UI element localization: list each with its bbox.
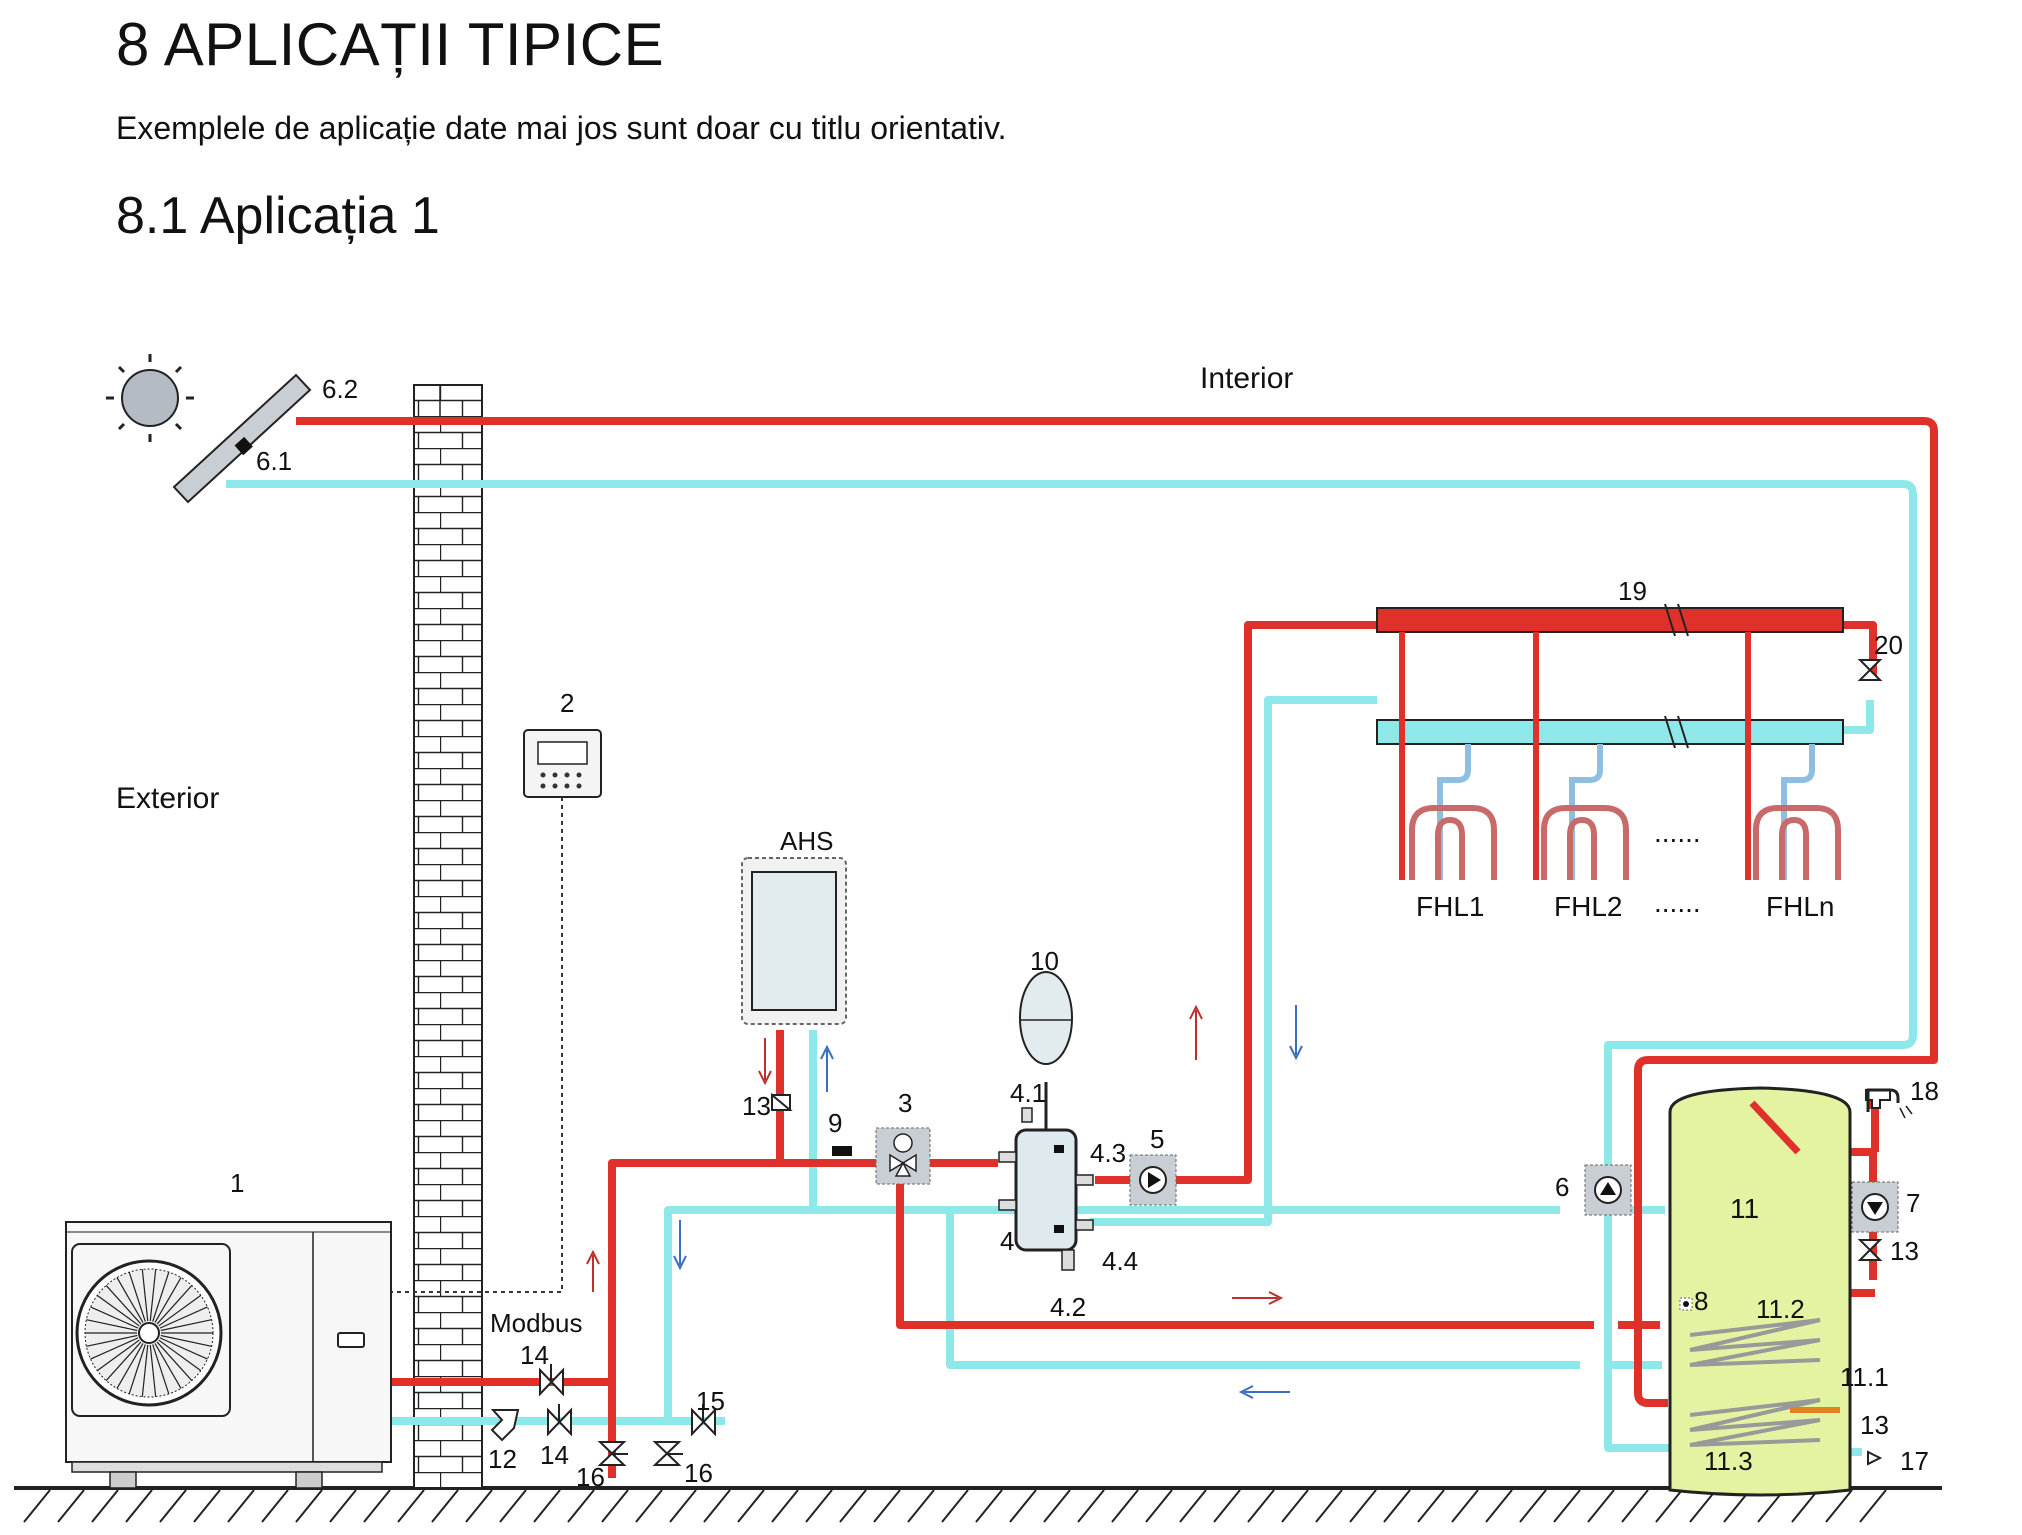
outdoor-unit xyxy=(65,1221,392,1489)
label-1: 1 xyxy=(230,1168,244,1198)
label-20: 20 xyxy=(1874,630,1903,660)
label-fhl1: FHL1 xyxy=(1416,891,1484,922)
label-16-left: 16 xyxy=(576,1462,605,1492)
label-ellipsis-top: ...... xyxy=(1654,817,1701,848)
label-15: 15 xyxy=(696,1386,725,1416)
zone-interior: Interior xyxy=(1200,362,1293,395)
label-modbus: Modbus xyxy=(490,1308,583,1338)
label-4-4: 4.4 xyxy=(1102,1246,1138,1276)
label-14-supply: 14 xyxy=(520,1340,549,1370)
expansion-vessel xyxy=(1019,971,1073,1130)
label-17: 17 xyxy=(1900,1446,1929,1476)
zone-exterior: Exterior xyxy=(116,782,219,815)
label-4-1: 4.1 xyxy=(1010,1078,1046,1108)
label-4: 4 xyxy=(1000,1226,1014,1256)
label-13-ahs: 13 xyxy=(742,1091,771,1121)
sun-icon xyxy=(106,354,194,442)
page-heading: 8 APLICAȚII TIPICE xyxy=(116,11,665,78)
label-13-inlet: 13 xyxy=(1860,1410,1889,1440)
tap-icon xyxy=(1866,1088,1913,1119)
label-12: 12 xyxy=(488,1444,517,1474)
label-fhl2: FHL2 xyxy=(1554,891,1622,922)
label-19: 19 xyxy=(1618,576,1647,606)
label-2: 2 xyxy=(560,688,574,718)
three-way-valve xyxy=(875,1127,931,1185)
sensor-9 xyxy=(832,1146,852,1156)
additional-heat-source xyxy=(741,857,847,1025)
label-4-2: 4.2 xyxy=(1050,1292,1086,1322)
label-6-1: 6.1 xyxy=(256,446,292,476)
pump-7 xyxy=(1851,1181,1899,1233)
label-8: 8 xyxy=(1694,1286,1708,1316)
label-11-3: 11.3 xyxy=(1704,1446,1753,1476)
dhw-tank xyxy=(1668,1086,1852,1497)
valves xyxy=(490,659,1891,1466)
label-ellipsis-bottom: ...... xyxy=(1654,887,1701,918)
buffer-tank xyxy=(998,1107,1094,1271)
label-13-dhw: 13 xyxy=(1890,1236,1919,1266)
label-6: 6 xyxy=(1555,1172,1569,1202)
label-5: 5 xyxy=(1150,1124,1164,1154)
label-7: 7 xyxy=(1906,1188,1920,1218)
wired-controller xyxy=(335,729,602,1293)
label-6-2: 6.2 xyxy=(322,374,358,404)
label-11-1: 11.1 xyxy=(1840,1362,1889,1392)
label-3: 3 xyxy=(898,1088,912,1118)
label-ahs: AHS xyxy=(780,826,833,856)
pump-5 xyxy=(1129,1154,1177,1206)
label-11-2: 11.2 xyxy=(1756,1294,1805,1324)
floor-heating-manifold xyxy=(1376,603,1844,880)
label-4-3: 4.3 xyxy=(1090,1138,1126,1168)
label-14-return: 14 xyxy=(540,1440,569,1470)
solar-panel xyxy=(172,373,312,504)
pump-6 xyxy=(1584,1164,1632,1216)
label-16-right: 16 xyxy=(684,1458,713,1488)
flow-arrows xyxy=(586,1004,1303,1399)
label-9: 9 xyxy=(828,1108,842,1138)
label-18: 18 xyxy=(1910,1076,1939,1106)
label-fhln: FHLn xyxy=(1766,891,1834,922)
ground xyxy=(14,1486,1942,1523)
label-10: 10 xyxy=(1030,946,1059,976)
building-wall xyxy=(413,384,483,1489)
section-title: 8.1 Aplicația 1 xyxy=(116,187,440,245)
label-11: 11 xyxy=(1730,1193,1759,1224)
intro-text: Exemplele de aplicație date mai jos sunt… xyxy=(116,110,1007,146)
diagram-labels: Interior Exterior 6.2 6.1 2 1 AHS 10 4.1… xyxy=(116,362,1939,1492)
